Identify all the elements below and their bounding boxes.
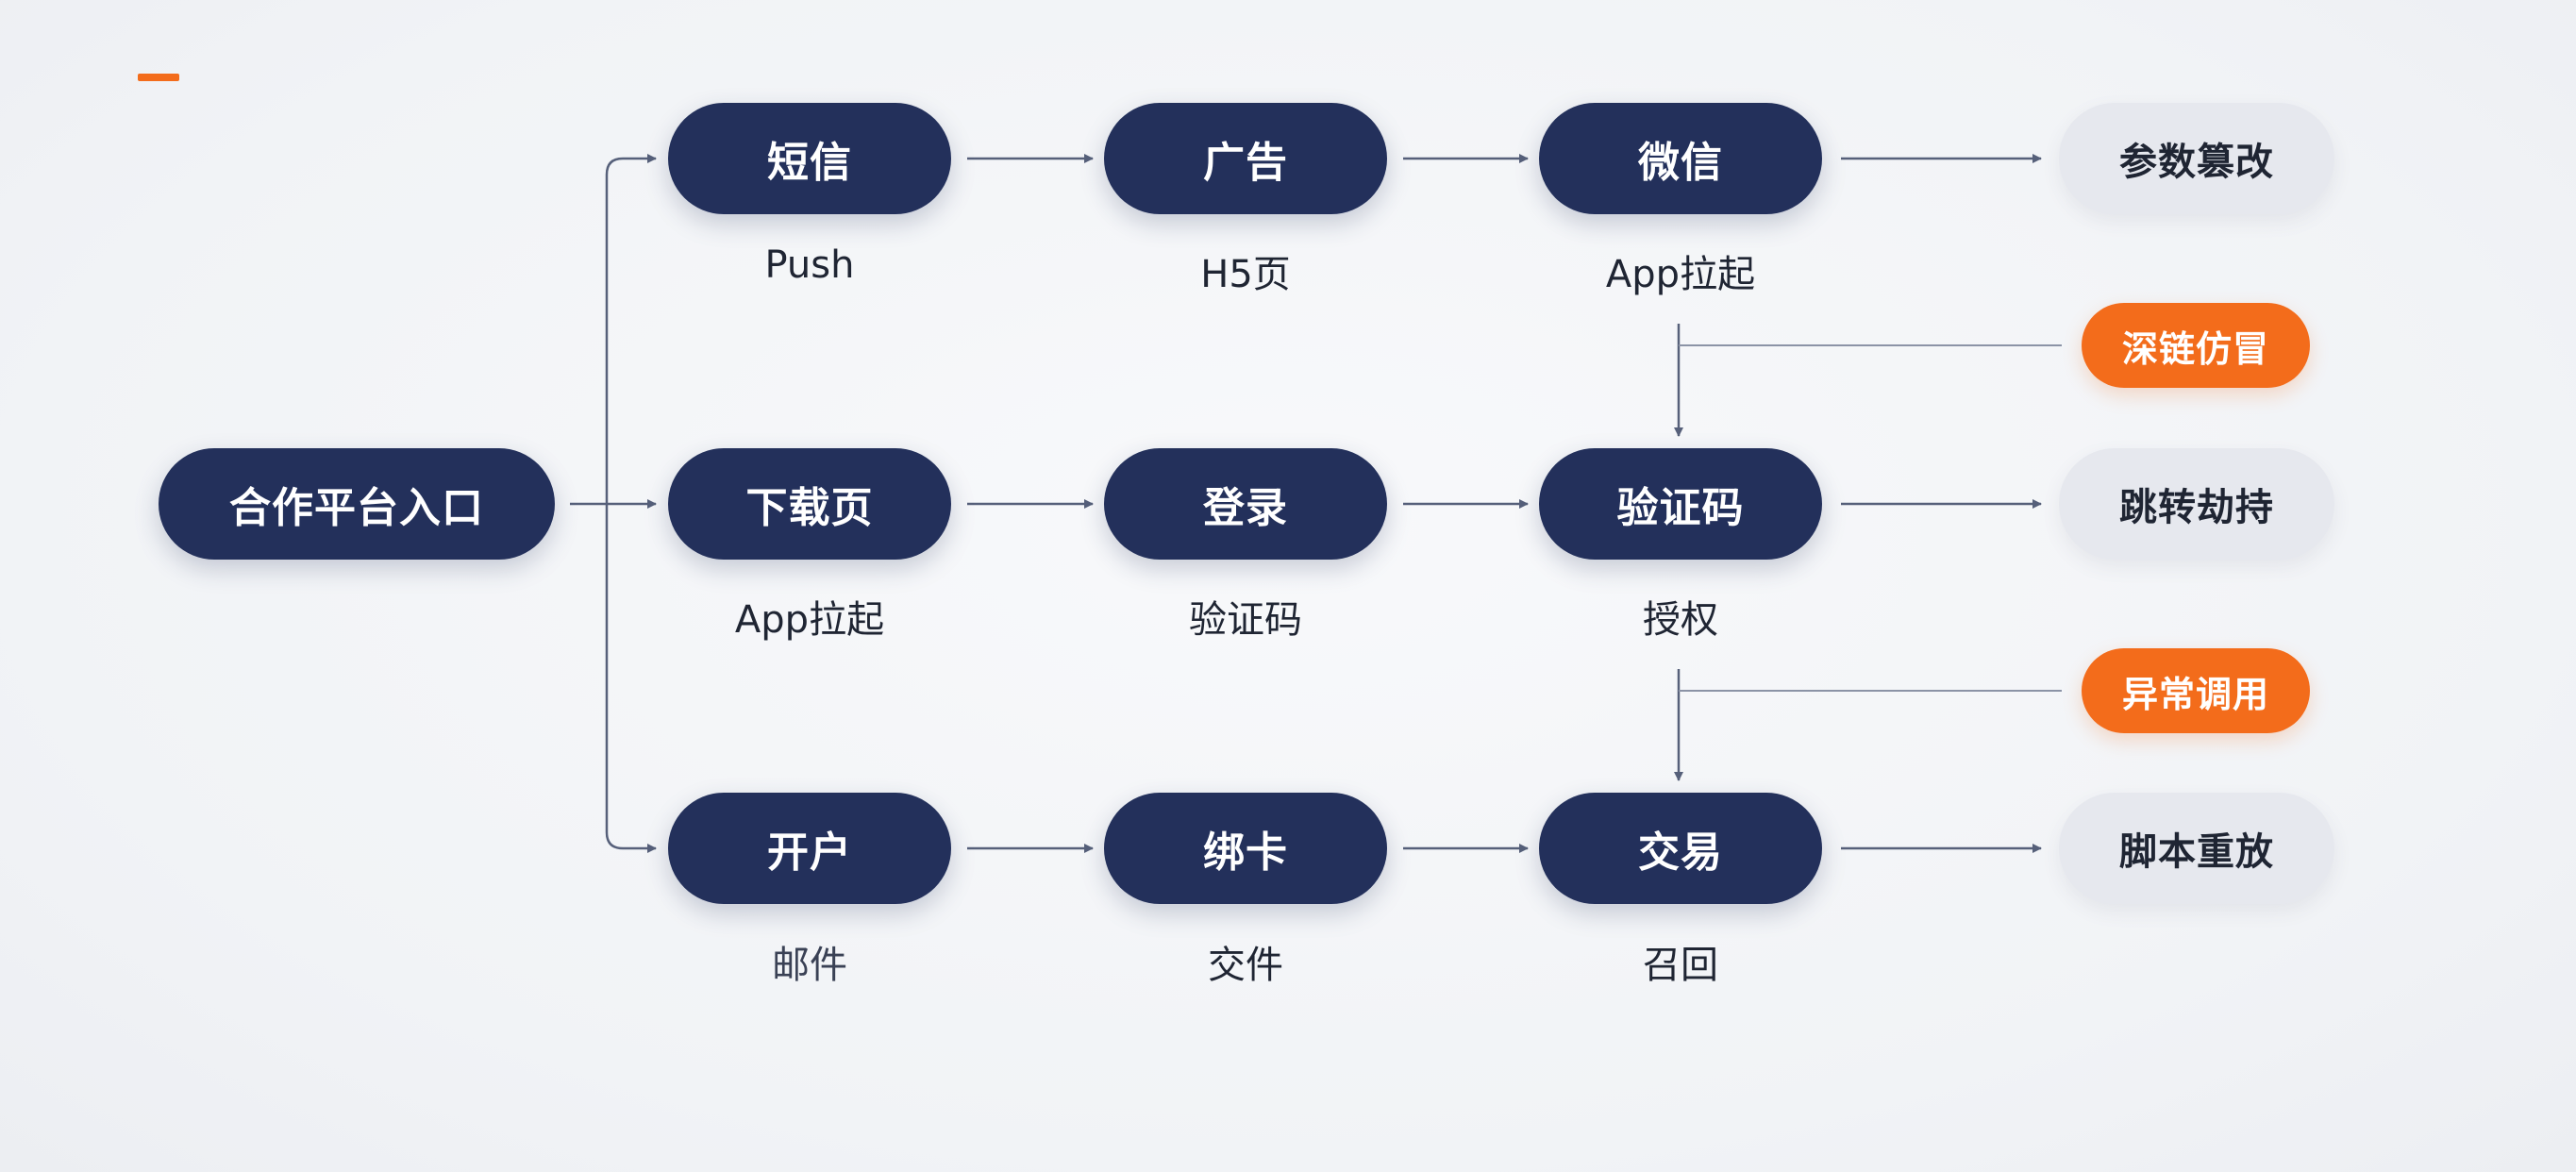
row2-step1-node: 下载页 [668, 448, 951, 560]
row3-step1-label: 开户 [767, 829, 852, 877]
row1-step3-node: 微信 [1539, 103, 1822, 214]
row3-step2-sub: 交件 [1208, 944, 1283, 987]
row2-step2-label: 登录 [1203, 484, 1288, 532]
row1-risk-node: 参数篡改 [2059, 103, 2334, 214]
row2-step3-node: 验证码 [1539, 448, 1822, 560]
row1-step1-sub: Push [764, 243, 855, 287]
row3-step3-sub: 召回 [1643, 944, 1718, 987]
row3-risk-node: 脚本重放 [2059, 793, 2334, 904]
edge-entry-to-row1 [605, 154, 657, 504]
row2-step2-node: 登录 [1104, 448, 1387, 560]
edge-entry-to-row3 [605, 504, 657, 853]
row2-step1-sub: App拉起 [734, 598, 885, 642]
row1-step2-label: 广告 [1203, 139, 1288, 187]
row1-step3-sub: App拉起 [1605, 253, 1756, 296]
row3-step3-node: 交易 [1539, 793, 1822, 904]
row1-step2-node: 广告 [1104, 103, 1387, 214]
row2-step3-label: 验证码 [1616, 484, 1745, 532]
row1-step1-node: 短信 [668, 103, 951, 214]
entry-node: 合作平台入口 [159, 448, 555, 560]
row3-step3-label: 交易 [1638, 829, 1723, 877]
row1-risk-label: 参数篡改 [2119, 141, 2274, 184]
alert1-label: 深链仿冒 [2121, 327, 2269, 370]
row1-step1-label: 短信 [767, 139, 852, 187]
row3-step2-label: 绑卡 [1203, 829, 1288, 877]
entry-node-label: 合作平台入口 [229, 484, 484, 532]
alert1-node: 深链仿冒 [2082, 303, 2310, 388]
row2-step1-label: 下载页 [745, 484, 874, 532]
accent-dash [138, 74, 179, 81]
row2-risk-node: 跳转劫持 [2059, 448, 2334, 560]
row3-risk-label: 脚本重放 [2119, 830, 2274, 874]
row2-step2-sub: 验证码 [1189, 598, 1302, 642]
row3-step1-node: 开户 [668, 793, 951, 904]
row3-step1-sub: 邮件 [772, 944, 847, 987]
row2-step3-sub: 授权 [1643, 598, 1718, 642]
alert2-node: 异常调用 [2082, 648, 2310, 733]
row2-risk-label: 跳转劫持 [2119, 486, 2274, 529]
row1-step3-label: 微信 [1638, 139, 1723, 187]
row1-step2-sub: H5页 [1200, 253, 1291, 296]
row3-step2-node: 绑卡 [1104, 793, 1387, 904]
alert2-label: 异常调用 [2121, 673, 2269, 715]
